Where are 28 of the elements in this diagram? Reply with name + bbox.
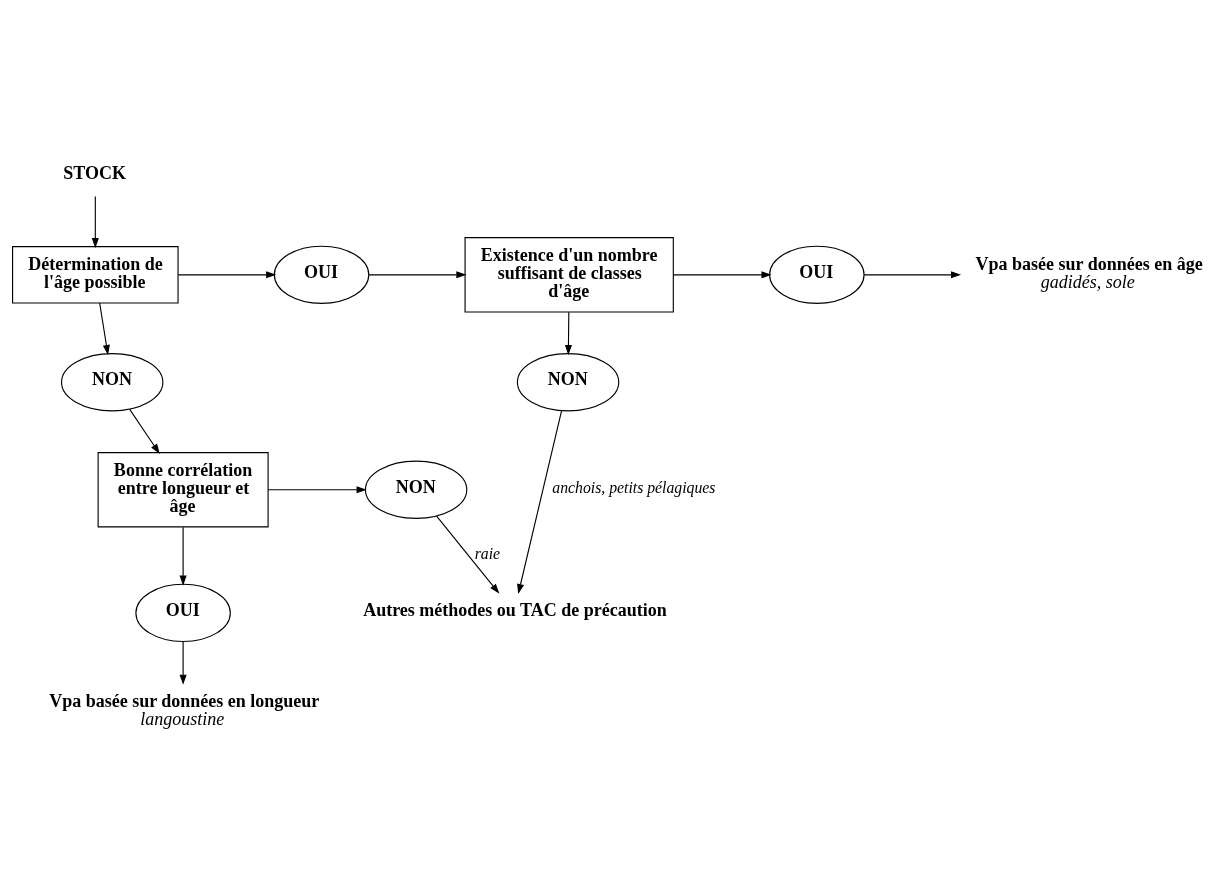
node-text: Vpa basée sur données en âge gadidés, sole	[975, 253, 1203, 292]
arrow	[99, 301, 110, 355]
arrow	[129, 408, 160, 454]
arrow	[91, 195, 99, 248]
node-box: Bonne corrélation entre longueur et âge	[97, 451, 269, 527]
arrow	[368, 270, 467, 278]
node-text: Autres méthodes ou TAC de précaution	[363, 599, 667, 620]
node-box: Existence d'un nombre suffisant de classes d'âge	[464, 236, 674, 313]
node-ellipse: NON	[364, 460, 468, 519]
node-ellipse: OUI	[769, 245, 865, 304]
node-ellipse: NON	[516, 352, 620, 411]
edge-label: raie	[474, 544, 501, 562]
arrow	[564, 311, 572, 355]
arrow	[179, 526, 187, 586]
node-ellipse: OUI	[273, 245, 370, 304]
arrow	[179, 640, 187, 685]
arrow	[863, 270, 962, 278]
node-box: Détermination de l'âge possible	[12, 245, 179, 304]
node-text: STOCK	[63, 162, 126, 183]
arrow	[436, 515, 500, 594]
node-ellipse: OUI	[135, 583, 231, 642]
arrow	[517, 409, 563, 594]
arrow	[267, 485, 367, 493]
node-ellipse: NON	[60, 352, 164, 411]
edge-label: anchois, petits pélagiques	[552, 478, 716, 496]
node-text: Vpa basée sur données en longueur langoustine	[49, 690, 320, 729]
arrow	[177, 270, 277, 278]
arrow	[673, 270, 772, 278]
